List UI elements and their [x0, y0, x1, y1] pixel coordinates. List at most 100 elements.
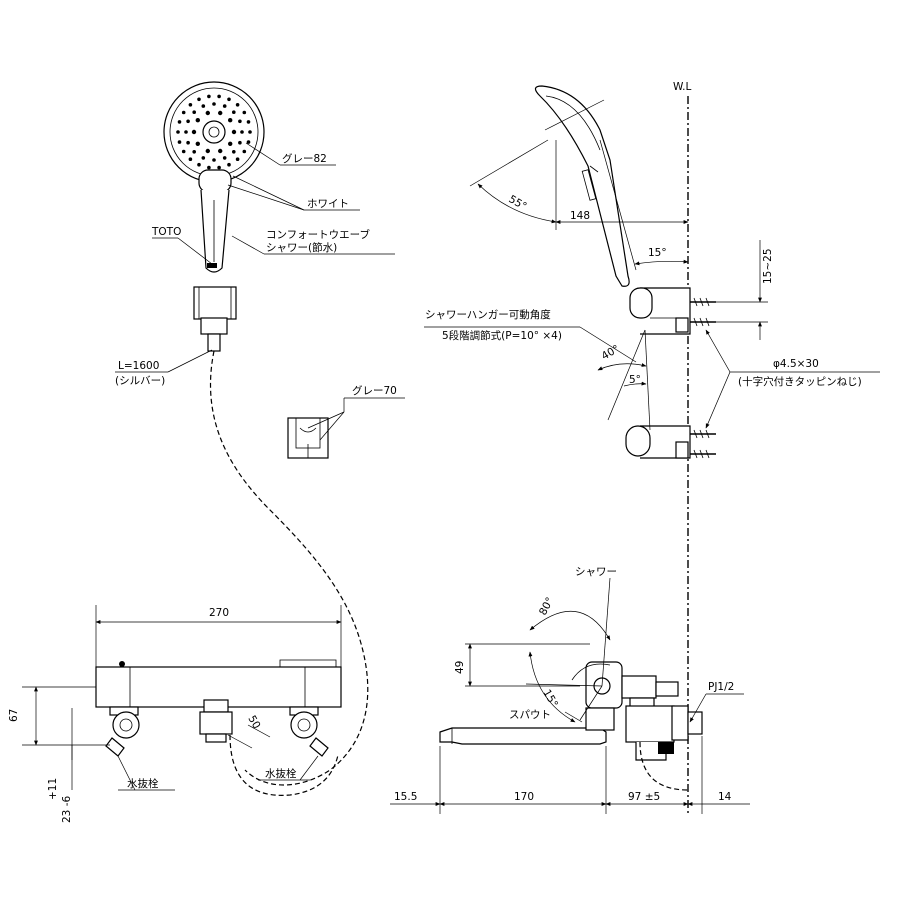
- dim-angle-55: 55°: [507, 193, 529, 213]
- nozzle-dot: [246, 140, 251, 144]
- dim-23: 23 -6: [61, 796, 73, 823]
- head-leaders: [115, 142, 395, 373]
- dim-170: 170: [514, 791, 534, 803]
- label-spout: スパウト: [509, 709, 551, 721]
- nozzle-dot: [231, 129, 237, 135]
- nozzle-dot: [238, 119, 242, 124]
- nozzle-dot: [228, 118, 233, 123]
- dim-15-25: 15~25: [762, 248, 774, 284]
- nozzle-dot: [197, 97, 201, 102]
- nozzle-dot: [201, 104, 206, 108]
- dim-angle-15b: 15°: [540, 688, 560, 710]
- nozzle-dot: [217, 165, 221, 170]
- nozzle-dot: [207, 94, 211, 99]
- side-dimensions-upper: [469, 99, 768, 340]
- nozzle-dot: [192, 110, 196, 114]
- label-drain-plug-right: 水抜栓: [265, 767, 297, 780]
- dim-50: 50: [245, 714, 262, 732]
- nozzle-dot: [188, 103, 193, 107]
- lever-angle: [465, 577, 611, 723]
- nozzle-dot: [186, 119, 190, 124]
- nozzle-dot: [232, 150, 236, 154]
- nozzle-dot: [235, 157, 240, 161]
- faucet-side-view: [439, 661, 703, 791]
- nozzle-dot: [207, 165, 211, 170]
- nozzle-dot: [195, 118, 200, 123]
- nozzle-dot: [235, 103, 240, 107]
- nozzle-dot: [246, 120, 251, 124]
- nozzle-dot: [188, 157, 193, 161]
- nozzle-dot: [205, 148, 210, 154]
- label-hose-color: (シルバー): [115, 375, 165, 387]
- nozzle-dot: [201, 156, 206, 160]
- nozzle-dot: [195, 141, 200, 146]
- dim-49: 49: [454, 661, 466, 674]
- side-dimensions-bottom: [390, 736, 750, 814]
- nozzle-dot: [222, 156, 227, 160]
- dim-angle-80: 80°: [537, 595, 556, 617]
- hanger-detail: [287, 397, 405, 459]
- nozzle-dot: [222, 104, 227, 108]
- shower-head-side: [534, 85, 630, 287]
- nozzle-dot: [212, 158, 216, 162]
- nozzle-dot: [205, 110, 210, 116]
- nozzle-dot: [240, 130, 244, 134]
- hanger-angle-dims: [424, 326, 651, 431]
- spray-nozzles: [176, 94, 252, 170]
- dim-14: 14: [718, 791, 732, 803]
- nozzle-dot: [218, 148, 223, 154]
- nozzle-dot: [191, 129, 197, 135]
- label-wl: W.L: [673, 81, 692, 93]
- nozzle-dot: [218, 110, 223, 116]
- front-dimensions: [22, 605, 342, 791]
- label-pipe-thread: PJ1/2: [708, 681, 734, 693]
- nozzle-dot: [227, 162, 231, 167]
- dim-angle-40: 40°: [600, 343, 622, 363]
- label-shower-name-1: コンフォートウエーブ: [266, 228, 371, 241]
- nozzle-dot: [228, 141, 233, 146]
- nozzle-dot: [181, 149, 186, 154]
- nozzle-dot: [177, 140, 182, 144]
- nozzle-dot: [176, 130, 180, 134]
- label-hanger-title: シャワーハンガー可動角度: [425, 308, 551, 321]
- label-white: ホワイト: [307, 198, 349, 210]
- dim-67: 67: [8, 709, 20, 722]
- label-shower-name-2: シャワー(節水): [266, 241, 337, 254]
- label-shower-lever: シャワー: [575, 566, 617, 578]
- label-screw-spec: φ4.5×30: [773, 358, 819, 370]
- label-toto: TOTO: [151, 226, 181, 238]
- shower-head-front: [163, 81, 265, 352]
- label-hanger-detail: 5段階調節式(P=10° ×4): [442, 329, 562, 342]
- label-grey82: グレー82: [282, 152, 327, 165]
- dim-plus11: +11: [47, 778, 59, 800]
- nozzle-dot: [242, 110, 247, 115]
- dim-angle-15: 15°: [648, 247, 667, 259]
- nozzle-dot: [184, 130, 188, 134]
- nozzle-dot: [186, 140, 190, 145]
- nozzle-dot: [181, 110, 186, 115]
- faucet-body-front: [95, 659, 342, 796]
- label-hose-length: L=1600: [118, 360, 159, 372]
- nozzle-dot: [197, 162, 201, 167]
- nozzle-dot: [177, 120, 182, 124]
- nozzle-dot: [227, 97, 231, 102]
- dim-15-5: 15.5: [394, 791, 417, 803]
- nozzle-dot: [248, 130, 252, 134]
- nozzle-dot: [192, 150, 196, 154]
- upper-hanger: [629, 287, 716, 335]
- dim-148: 148: [570, 210, 590, 222]
- label-drain-plug-left: 水抜栓: [127, 777, 159, 790]
- nozzle-dot: [242, 149, 247, 154]
- label-screw-desc: (十字穴付きタッピンねじ): [738, 375, 862, 388]
- screw-leaders: [705, 329, 880, 429]
- dim-angle-5: 5°: [629, 374, 641, 386]
- nozzle-dot: [217, 94, 221, 99]
- dim-97: 97 ±5: [628, 791, 660, 803]
- nozzle-dot: [212, 102, 216, 106]
- label-grey70: グレー70: [352, 384, 397, 397]
- nozzle-dot: [232, 110, 236, 114]
- nozzle-dot: [238, 140, 242, 145]
- lower-hanger: [625, 425, 716, 459]
- dim-270: 270: [209, 607, 229, 619]
